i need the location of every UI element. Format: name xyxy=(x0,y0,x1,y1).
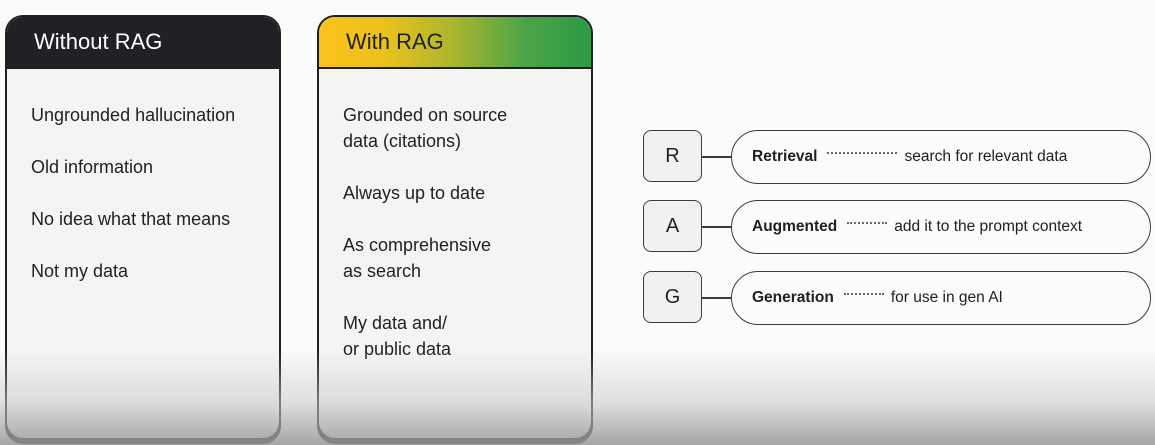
without-rag-item: No idea what that means xyxy=(31,209,231,229)
retrieval-pill: Retrieval search for relevant data xyxy=(731,130,1151,184)
dotted-leader xyxy=(847,222,888,224)
dotted-leader xyxy=(827,152,898,154)
without-rag-item: Ungrounded hallucination xyxy=(31,105,236,125)
augmented-term: Augmented xyxy=(752,218,838,235)
letter-box-r: R xyxy=(643,130,702,182)
without-rag-list: Ungrounded hallucination Old information… xyxy=(7,69,279,284)
retrieval-description: search for relevant data xyxy=(904,148,1068,165)
with-rag-item: My data and/ or public data xyxy=(343,313,452,359)
with-rag-title: With RAG xyxy=(319,17,591,69)
without-rag-item: Old information xyxy=(31,157,154,177)
connector-line xyxy=(702,297,731,299)
connector-line xyxy=(702,156,731,158)
generation-term: Generation xyxy=(752,289,834,306)
rag-row-retrieval: R Retrieval search for relevant data xyxy=(643,130,1153,184)
letter-box-g: G xyxy=(643,271,702,323)
without-rag-item: Not my data xyxy=(31,261,129,281)
generation-pill: Generation for use in gen AI xyxy=(731,271,1151,325)
with-rag-item: As comprehensive as search xyxy=(343,235,492,281)
rag-row-generation: G Generation for use in gen AI xyxy=(643,271,1153,325)
with-rag-item: Grounded on source data (citations) xyxy=(343,105,508,151)
augmented-description: add it to the prompt context xyxy=(894,218,1083,235)
without-rag-title: Without RAG xyxy=(7,17,279,69)
augmented-pill: Augmented add it to the prompt context xyxy=(731,200,1151,254)
retrieval-term: Retrieval xyxy=(752,148,818,165)
letter-box-a: A xyxy=(643,200,702,252)
generation-description: for use in gen AI xyxy=(890,289,1003,306)
with-rag-item: Always up to date xyxy=(343,183,486,203)
rag-row-augmented: A Augmented add it to the prompt context xyxy=(643,200,1153,254)
dotted-leader xyxy=(843,293,884,295)
with-rag-card: With RAG Grounded on source data (citati… xyxy=(317,15,593,440)
without-rag-card: Without RAG Ungrounded hallucination Old… xyxy=(5,15,281,440)
connector-line xyxy=(702,226,731,228)
with-rag-list: Grounded on source data (citations) Alwa… xyxy=(319,69,591,362)
